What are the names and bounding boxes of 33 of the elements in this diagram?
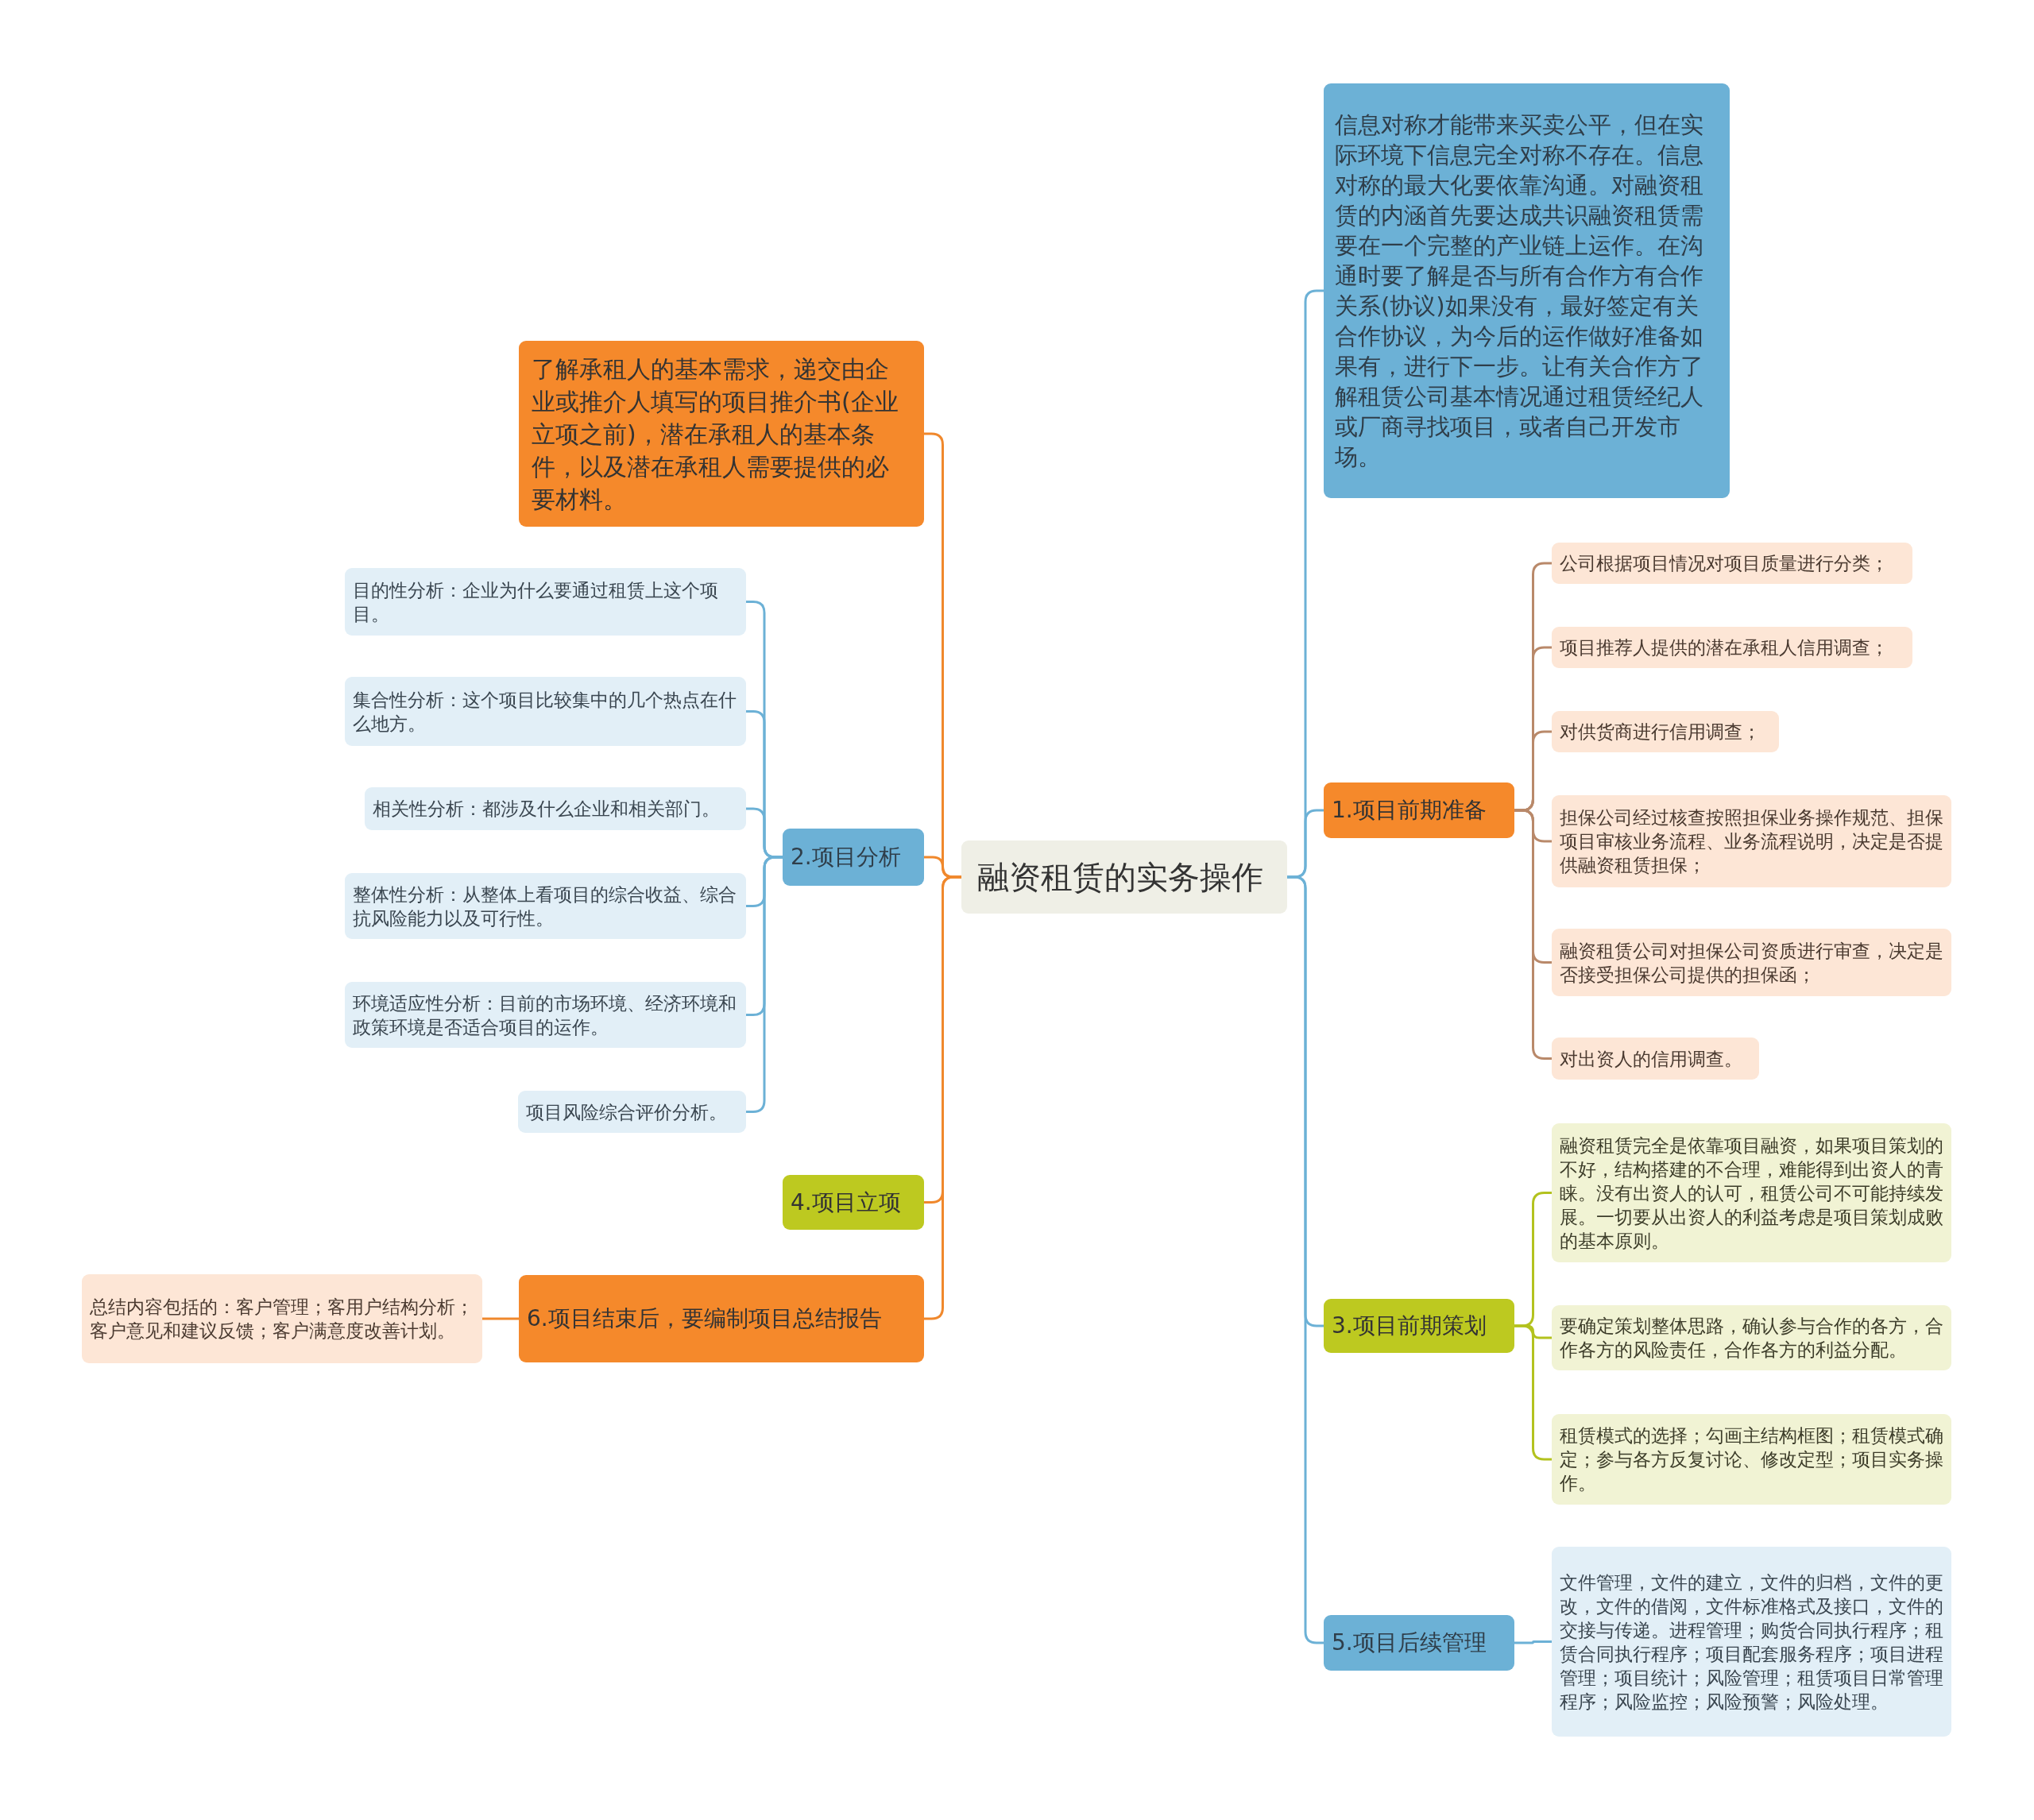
connector-line bbox=[1514, 809, 1552, 1060]
branch-box: 1.项目前期准备 bbox=[1324, 782, 1514, 838]
branch-box: 6.项目结束后，要编制项目总结报告 bbox=[519, 1275, 924, 1362]
detail-box: 项目风险综合评价分析。 bbox=[518, 1091, 746, 1133]
connector-line bbox=[924, 875, 961, 1320]
branch-box: 5.项目后续管理 bbox=[1324, 1615, 1514, 1671]
detail-box: 公司根据项目情况对项目质量进行分类； bbox=[1552, 543, 1912, 584]
branch-box: 2.项目分析 bbox=[783, 829, 924, 886]
detail-box: 整体性分析：从整体上看项目的综合收益、综合抗风险能力以及可行性。 bbox=[345, 873, 746, 939]
detail-box: 环境适应性分析：目前的市场环境、经济环境和政策环境是否适合项目的运作。 bbox=[345, 982, 746, 1048]
connector-line bbox=[1514, 1324, 1552, 1461]
branch-box: 3.项目前期策划 bbox=[1324, 1299, 1514, 1353]
topic-box: 了解承租人的基本需求，递交由企业或推介人填写的项目推介书(企业立项之前)，潜在承租人的基本条件，以及潜在承租人需要提供的必要材料。 bbox=[519, 341, 924, 527]
detail-box: 文件管理，文件的建立，文件的归档，文件的更改，文件的借阅，文件标准格式及接口，文件的交接与传递。进程管理；购货合同执行程序；租赁合同执行程序；项目配套服务程序；项目进程管理；项目统计；风险管理；租赁项目日常管理程序；风险监控；风险预警；风险处理。 bbox=[1552, 1547, 1951, 1737]
detail-box: 目的性分析：企业为什么要通过租赁上这个项目。 bbox=[345, 568, 746, 636]
branch-box: 4.项目立项 bbox=[783, 1175, 924, 1230]
connector-line bbox=[1514, 1640, 1552, 1644]
connector-line bbox=[746, 856, 783, 1113]
detail-box: 总结内容包括的：客户管理；客用户结构分析；客户意见和建议反馈；客户满意度改善计划。 bbox=[82, 1274, 482, 1363]
detail-box: 担保公司经过核查按照担保业务操作规范、担保项目审核业务流程、业务流程说明，决定是否提供融资租赁担保； bbox=[1552, 795, 1951, 887]
detail-box: 融资租赁公司对担保公司资质进行审查，决定是否接受担保公司提供的担保函； bbox=[1552, 929, 1951, 996]
detail-box: 项目推荐人提供的潜在承租人信用调查； bbox=[1552, 627, 1912, 668]
detail-box: 租赁模式的选择；勾画主结构框图；租赁模式确定；参与各方反复讨论、修改定型；项目实务操作。 bbox=[1552, 1414, 1951, 1505]
detail-box: 集合性分析：这个项目比较集中的几个热点在什么地方。 bbox=[345, 677, 746, 746]
detail-box: 相关性分析：都涉及什么企业和相关部门。 bbox=[365, 787, 746, 830]
connector-line bbox=[1287, 875, 1324, 1644]
detail-box: 对出资人的信用调查。 bbox=[1552, 1038, 1759, 1080]
central-topic-box: 融资租赁的实务操作 bbox=[961, 840, 1287, 914]
connector-line bbox=[482, 1317, 519, 1320]
topic-box: 信息对称才能带来买卖公平，但在实际环境下信息完全对称不存在。信息对称的最大化要依靠沟通。对融资租赁的内涵首先要达成共识融资租赁需要在一个完整的产业链上运作。在沟通时要了解是否与所有合作方有合作关系(协议)如果没有，最好签定有关合作协议，为今后的运作做好准备如果有，进行下一步。让有关合作方了解租赁公司基本情况通过租赁经纪人或厂商寻找项目，或者自己开发市场。 bbox=[1324, 83, 1730, 498]
detail-box: 要确定策划整体思路，确认参与合作的各方，合作各方的风险责任，合作各方的利益分配。 bbox=[1552, 1305, 1951, 1370]
detail-box: 对供货商进行信用调查； bbox=[1552, 711, 1779, 752]
detail-box: 融资租赁完全是依靠项目融资，如果项目策划的不好，结构搭建的不合理，难能得到出资人的青睐。没有出资人的认可，租赁公司不可能持续发展。一切要从出资人的利益考虑是项目策划成败的基本原则。 bbox=[1552, 1123, 1951, 1262]
